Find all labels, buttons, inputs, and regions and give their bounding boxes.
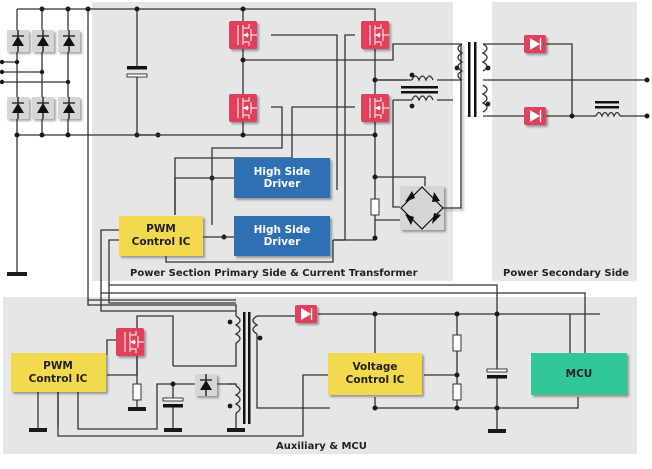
resistor [452,383,462,401]
output-inductor [595,111,621,118]
main-transformer [453,42,648,117]
section-label-primary: Power Section Primary Side & Current Tra… [130,268,418,279]
section-label-secondary: Power Secondary Side [503,268,629,279]
pwm-aux-label-1: PWM [43,360,73,372]
rectifier-diode-icon [32,97,54,119]
ground-icon [164,428,182,432]
secondary-section-panel [492,2,637,281]
driver-bottom-label-1: High Side [254,224,311,236]
ground-icon [7,272,27,276]
high-side-driver-bottom-block: High Side Driver [234,216,330,256]
aux-mosfet-icon [116,328,144,356]
rectifier-diode-icon [7,30,29,52]
output-diode-icon [524,35,546,53]
secondary-output [524,35,650,125]
pwm-aux-label-2: Control IC [29,373,88,385]
mosfet-icon [229,21,257,49]
pwm-primary-label-1: PWM [146,223,176,235]
voltage-control-ic-block: Voltage Control IC [328,353,422,395]
rectifier-diode-icon [7,97,29,119]
aux-pwm-control-ic-block: PWM Control IC [11,353,106,392]
ground-icon [29,428,47,432]
primary-pwm-control-ic-block: PWM Control IC [100,177,334,312]
mosfet-icon [229,94,257,122]
driver-top-label-2: Driver [264,178,301,190]
ground-icon [488,429,506,433]
voltage-control-label-1: Voltage [352,361,397,373]
resistor [452,334,462,352]
rectifier-diode-icon [58,30,80,52]
ground-icon [227,428,245,432]
voltage-control-label-2: Control IC [346,374,405,386]
mosfet-icon [361,21,389,49]
aux-diode-icon [195,374,217,396]
bridge-rectifier [400,44,462,230]
mcu-label: MCU [566,368,593,380]
rectifier-diode-icon [58,97,80,119]
input-rectifier [0,6,236,301]
driver-top-label-1: High Side [254,166,311,178]
output-diode-icon [524,107,546,125]
aux-output-diode-icon [295,305,317,323]
high-side-driver-top-block: High Side Driver [234,158,330,198]
mcu-block: MCU [531,353,627,395]
pwm-primary-label-2: Control IC [132,236,191,248]
mosfet-icon [361,94,389,122]
voltage-regulation [372,311,579,433]
section-label-auxiliary: Auxiliary & MCU [276,441,367,452]
driver-bottom-label-2: Driver [264,236,301,248]
resistor [132,383,142,401]
bulk-capacitor [126,6,161,138]
current-transformer [375,72,453,208]
sense-resistor [370,198,380,216]
rectifier-diode-icon [32,30,54,52]
ground-icon [128,407,146,411]
